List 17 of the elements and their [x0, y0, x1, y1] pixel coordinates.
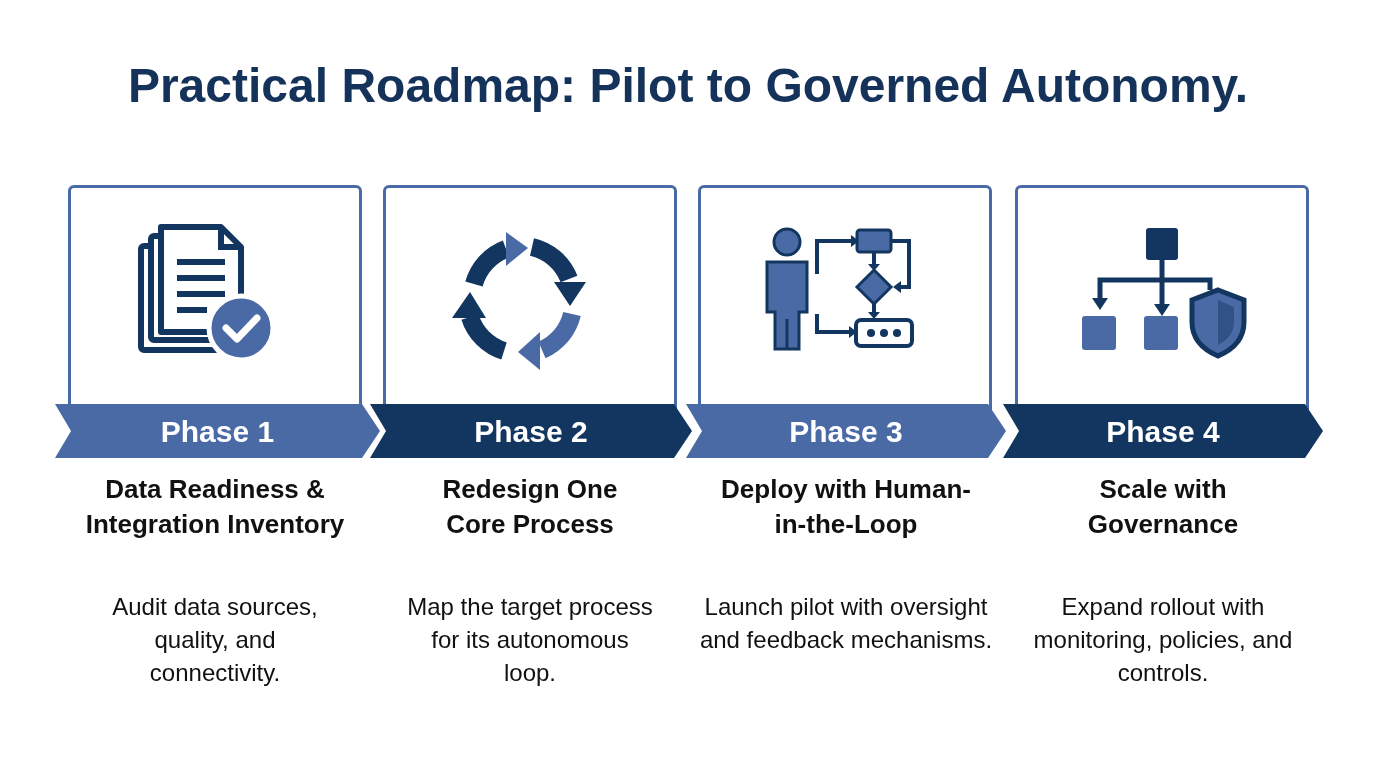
- phase-banner: [686, 404, 1006, 458]
- phase-heading: Data Readiness & Integration Inventory: [84, 473, 346, 541]
- phase-label: Phase 3: [788, 415, 904, 449]
- phase-banner: [1003, 404, 1323, 458]
- phase-banner: [370, 404, 692, 458]
- phase-heading: Scale with Governance: [1086, 473, 1240, 541]
- phase-label: Phase 1: [159, 415, 276, 449]
- phase-heading: Deploy with Human-in-the-Loop: [720, 473, 972, 541]
- phase-description: Audit data sources, quality, and connectivity.: [111, 592, 319, 688]
- phase-label: Phase 2: [473, 415, 589, 449]
- phase-label: Phase 4: [1105, 415, 1221, 449]
- phase-banner: [55, 404, 380, 458]
- phase-description: Map the target process for its autonomous loop.: [406, 592, 654, 688]
- phase-description: Expand rollout with monitoring, policies, and controls.: [1032, 592, 1294, 688]
- title: Practical Roadmap: Pilot to Governed Autonomy.: [126, 58, 1250, 113]
- phase-description: Launch pilot with oversight and feedback mechanisms.: [698, 592, 994, 655]
- phase-heading: Redesign One Core Process: [441, 473, 619, 541]
